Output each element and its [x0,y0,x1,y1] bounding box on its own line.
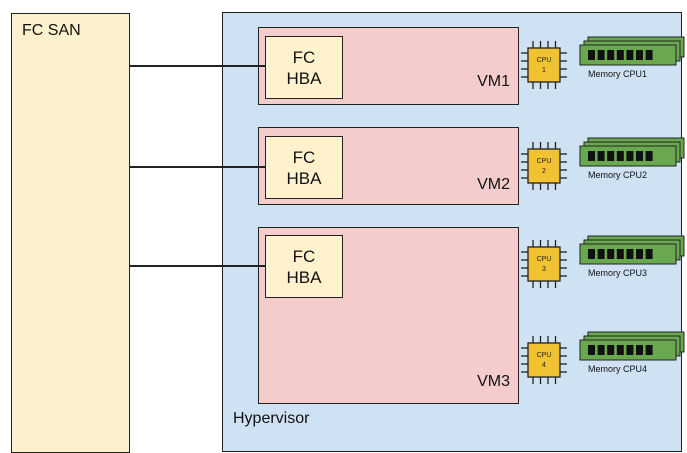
memory-2-chip-2 [597,151,605,161]
memory-3-chip-4 [616,249,624,259]
cpu-1-label: CPU [537,57,552,64]
cpu-2-group: CPU 2 Memory CPU2 [521,137,685,190]
cpu-2-chip [527,148,561,184]
memory-1-chip-5 [626,50,634,60]
vm1-hba-line2: HBA [286,68,322,88]
hypervisor-label: Hypervisor [233,410,310,427]
memory-cpu4-label: Memory CPU4 [588,364,647,374]
cpu-1-number: 1 [542,67,546,74]
cpu-2-label: CPU [537,158,552,165]
memory-cpu3-label: Memory CPU3 [588,268,647,278]
fc-san-box: FC SAN [11,13,130,453]
memory-2-chip-7 [645,151,653,161]
memory-1-chip-1 [588,50,595,60]
vm3-label: VM3 [477,373,510,390]
fc-san-label: FC SAN [22,22,81,39]
memory-4-chip-3 [607,345,615,355]
memory-4-chip-6 [636,345,643,355]
cpu-1-group: CPU 1 Memory CPU1 [521,36,685,89]
memory-4-chip-5 [626,345,634,355]
memory-3-chip-2 [597,249,605,259]
memory-4-chip-7 [645,345,653,355]
cpu-4-group: CPU 4 Memory CPU4 [521,331,685,384]
memory-1-chip-4 [616,50,624,60]
cpu-1-chip [527,47,561,83]
memory-cpu2-label: Memory CPU2 [588,170,647,180]
cpu-3-chip [527,246,561,282]
memory-3-chip-3 [607,249,615,259]
vm2-hba-line1: FC [292,147,316,167]
cpu-4-number: 4 [542,362,546,369]
memory-2-chip-6 [636,151,643,161]
memory-1-chip-7 [645,50,653,60]
memory-2-chip-4 [616,151,624,161]
memory-1-chip-2 [597,50,605,60]
memory-2-chip-5 [626,151,634,161]
vm3-hba-line1: FC [292,246,316,266]
vm2-label: VM2 [477,176,510,193]
memory-4-chip-4 [616,345,624,355]
memory-1-chip-6 [636,50,643,60]
connector-san-hba1 [130,65,265,67]
cpu-3-number: 3 [542,266,546,273]
cpu-4-chip [527,342,561,378]
memory-3-chip-1 [588,249,595,259]
vm1-label: VM1 [477,73,510,90]
memory-3-chip-6 [636,249,643,259]
memory-1-chip-3 [607,50,615,60]
vm3-hba-line2: HBA [286,267,322,287]
cpu-3-group: CPU 3 Memory CPU3 [521,235,685,288]
memory-cpu1-label: Memory CPU1 [588,69,647,79]
memory-4-chip-2 [597,345,605,355]
vm1-hba-line1: FC [292,47,316,67]
connector-san-hba3 [130,265,265,267]
memory-2-chip-3 [607,151,615,161]
memory-3-chip-5 [626,249,634,259]
memory-2-chip-1 [588,151,595,161]
vm2-hba-line2: HBA [286,168,322,188]
cpu-3-label: CPU [537,256,552,263]
memory-3-chip-7 [645,249,653,259]
cpu-4-label: CPU [537,352,552,359]
connector-san-hba2 [130,166,265,168]
memory-4-chip-1 [588,345,595,355]
cpu-2-number: 2 [542,168,546,175]
